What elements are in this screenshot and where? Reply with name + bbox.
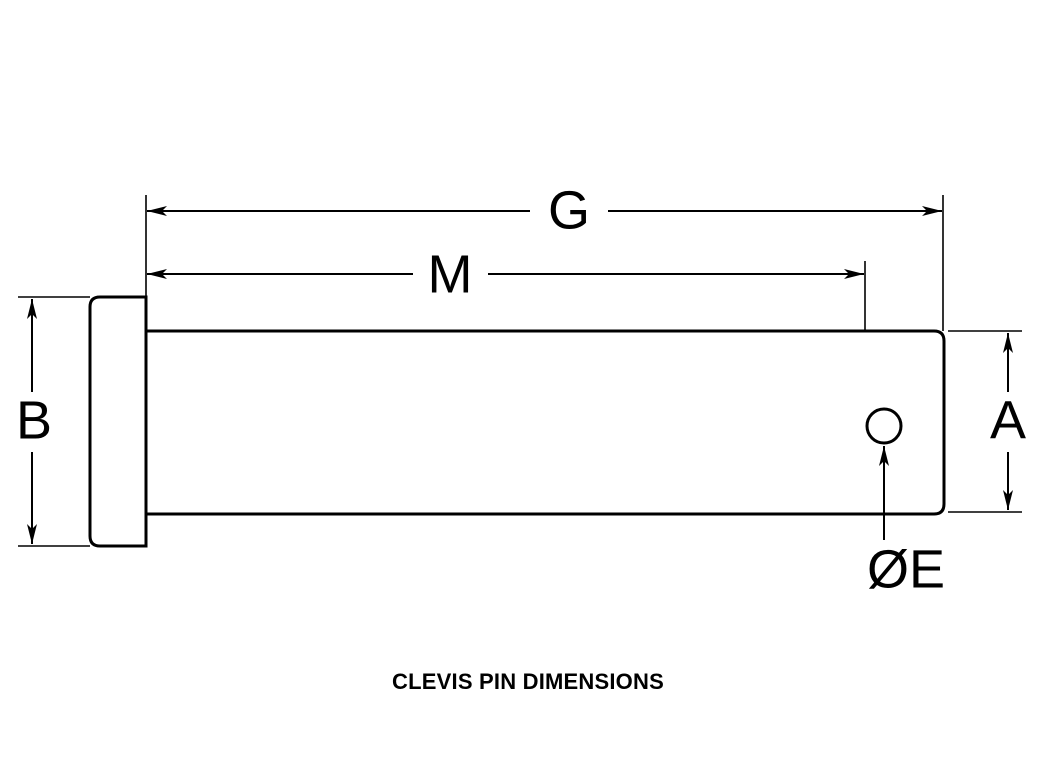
dimension-label-a: A xyxy=(990,390,1026,450)
dimension-label-g: G xyxy=(548,180,590,240)
pin-head xyxy=(88,295,148,548)
cross-hole xyxy=(865,407,903,445)
pin-shank xyxy=(144,329,946,516)
diagram-caption: CLEVIS PIN DIMENSIONS xyxy=(392,669,664,694)
dimension-label-m: M xyxy=(428,244,473,304)
dimension-label-e: ØE xyxy=(867,539,945,599)
dimension-label-b: B xyxy=(16,390,52,450)
